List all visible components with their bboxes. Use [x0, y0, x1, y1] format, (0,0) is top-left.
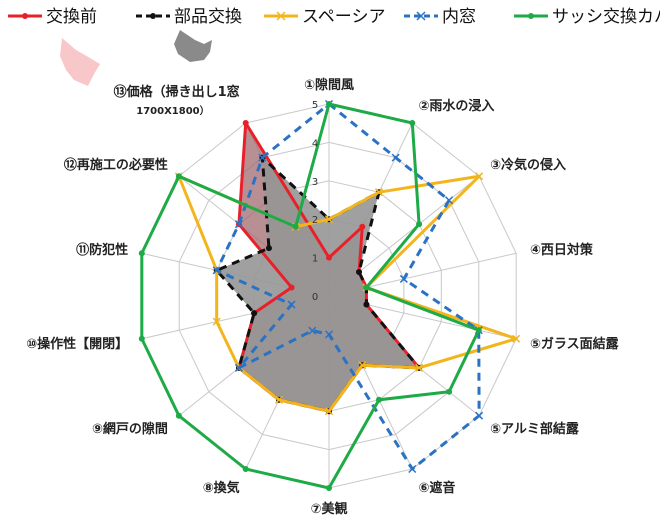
- series-2-point-3: [475, 172, 484, 181]
- series-3-point-8: [324, 330, 334, 339]
- legend-label-4: サッシ交換カバー: [552, 7, 660, 27]
- tick-label-1: 1: [312, 254, 318, 265]
- legend-label-1: 部品交換: [174, 7, 242, 27]
- series-fills: [216, 123, 420, 412]
- series-2-point-5: [512, 334, 521, 343]
- decorative-shapes: [60, 30, 212, 86]
- legend-item-4: サッシ交換カバー: [514, 7, 660, 27]
- series-3-point-9: [308, 326, 317, 335]
- series-3-point-12: [212, 266, 221, 275]
- axis-label-7: ⑥遮音: [418, 480, 455, 496]
- series-4-point-5: [475, 327, 482, 334]
- series-4-point-4: [363, 284, 370, 291]
- axis-label-8: ⑦美観: [310, 501, 347, 517]
- series-lines: [138, 99, 521, 491]
- axis-label-13: ⑫再施工の必要性: [64, 157, 168, 173]
- tick-label-3: 3: [312, 177, 318, 188]
- series-0-point-2: [359, 223, 366, 230]
- series-4-point-3: [416, 221, 423, 228]
- tick-label-5: 5: [312, 100, 318, 111]
- series-3-point-7: [408, 464, 417, 474]
- series-4-point-12: [138, 250, 145, 257]
- legend-item-1: 部品交換: [136, 7, 242, 27]
- series-1-point-3: [356, 269, 363, 276]
- legend-item-3: 内窓: [404, 7, 476, 27]
- series-4-point-11: [138, 335, 145, 342]
- series-1-point-11: [251, 310, 258, 317]
- pink-decorative-shape: [60, 38, 100, 86]
- radial-tick-labels: 0 1 2 3 4 5: [312, 100, 318, 303]
- legend-swatch-marker-3: [416, 11, 426, 21]
- series-0-point-14: [242, 120, 249, 127]
- tick-label-4: 4: [312, 138, 318, 149]
- series-2-point-6: [415, 363, 424, 372]
- axis-label-11: ⑩操作性【開閉】: [26, 336, 128, 352]
- axis-label-14-line2: 1700X1800）: [136, 104, 209, 117]
- axis-label-12: ⑪防犯性: [76, 242, 128, 258]
- legend: 交換前 部品交換 スペーシア 内窓 サッシ交換カバー: [8, 7, 660, 27]
- series-4-point-1: [326, 101, 332, 107]
- series-2-point-8: [324, 407, 334, 416]
- series-3-point-3: [445, 196, 454, 205]
- series-2-point-11: [212, 317, 221, 326]
- series-4: [138, 101, 482, 491]
- legend-label-0: 交換前: [46, 7, 97, 27]
- axis-label-1: ①隙間風: [304, 77, 354, 93]
- tick-label-2: 2: [312, 215, 318, 226]
- series-3-point-2: [391, 153, 400, 162]
- series-1-point-13: [265, 245, 272, 252]
- series-4-point-2: [409, 120, 416, 127]
- series-3-point-10: [234, 363, 243, 372]
- axis-label-10: ⑨網戸の隙間: [92, 421, 168, 437]
- legend-label-2: スペーシア: [302, 7, 385, 27]
- legend-swatch-marker-0: [22, 13, 28, 19]
- series-0-point-1: [326, 254, 332, 261]
- series-4-point-9: [242, 465, 249, 472]
- series-3-point-11: [287, 300, 296, 309]
- series-4-point-10: [175, 412, 182, 419]
- axis-label-3: ③冷気の侵入: [490, 157, 566, 173]
- axis-label-14: ⑬価格（掃き出し1窓: [114, 84, 240, 100]
- axis-label-5: ⑤ガラス面結露: [530, 336, 620, 352]
- series-area-1: [216, 157, 420, 412]
- series-2-point-2: [374, 188, 384, 197]
- series-3-point-6: [475, 411, 484, 420]
- series-1-point-5: [363, 301, 370, 308]
- series-4-point-13: [175, 173, 182, 180]
- axis-label-4: ④西日対策: [530, 242, 594, 258]
- legend-item-0: 交換前: [8, 7, 97, 27]
- series-2-point-9: [274, 395, 284, 404]
- series-4-point-8: [326, 485, 332, 491]
- gray-decorative-shape: [174, 30, 212, 62]
- axis-label-6: ⑤アルミ部結露: [490, 421, 580, 437]
- series-2-point-1: [324, 215, 334, 224]
- series-4-point-14: [292, 223, 299, 230]
- legend-swatch-marker-4: [528, 13, 534, 19]
- tick-label-0: 0: [312, 292, 318, 303]
- legend-swatch-marker-1: [150, 13, 156, 19]
- series-4-point-7: [375, 396, 382, 403]
- series-2-point-7: [358, 361, 367, 370]
- legend-item-2: スペーシア: [264, 7, 385, 27]
- axis-label-9: ⑧換気: [203, 480, 240, 496]
- axis-label-2: ②雨水の浸入: [418, 98, 494, 114]
- series-3-point-14: [258, 153, 267, 162]
- series-0-point-12: [288, 284, 295, 291]
- series-4-point-6: [446, 388, 453, 395]
- series-3-point-4: [399, 274, 408, 283]
- axis-labels: ①隙間風 ②雨水の浸入 ③冷気の侵入 ④西日対策 ⑤ガラス面結露 ⑤アルミ部結露 ⑥遮音 ⑦美…: [26, 77, 619, 517]
- series-3-point-13: [234, 220, 243, 229]
- legend-swatch-marker-2: [276, 11, 286, 21]
- legend-label-3: 内窓: [442, 7, 476, 27]
